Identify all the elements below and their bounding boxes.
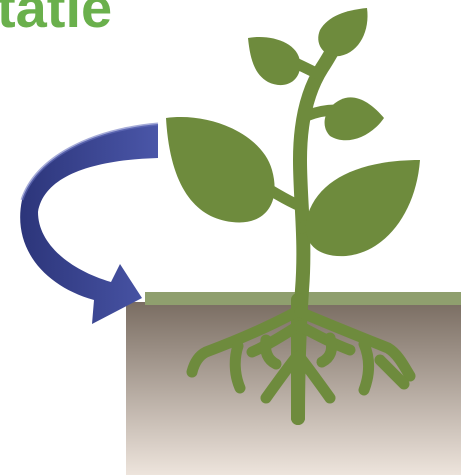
root-right-drop-1	[364, 344, 369, 390]
root-left-drop-1	[235, 346, 240, 388]
curved-arrow-icon	[20, 124, 158, 324]
leaf-upper-right	[325, 97, 384, 140]
leaf-large-right	[306, 160, 420, 256]
leaf-top	[318, 8, 367, 56]
arrow-body	[20, 124, 158, 324]
leaf-top-left	[248, 37, 300, 85]
leaf-large-left	[166, 117, 275, 222]
plant-icon	[166, 8, 420, 418]
